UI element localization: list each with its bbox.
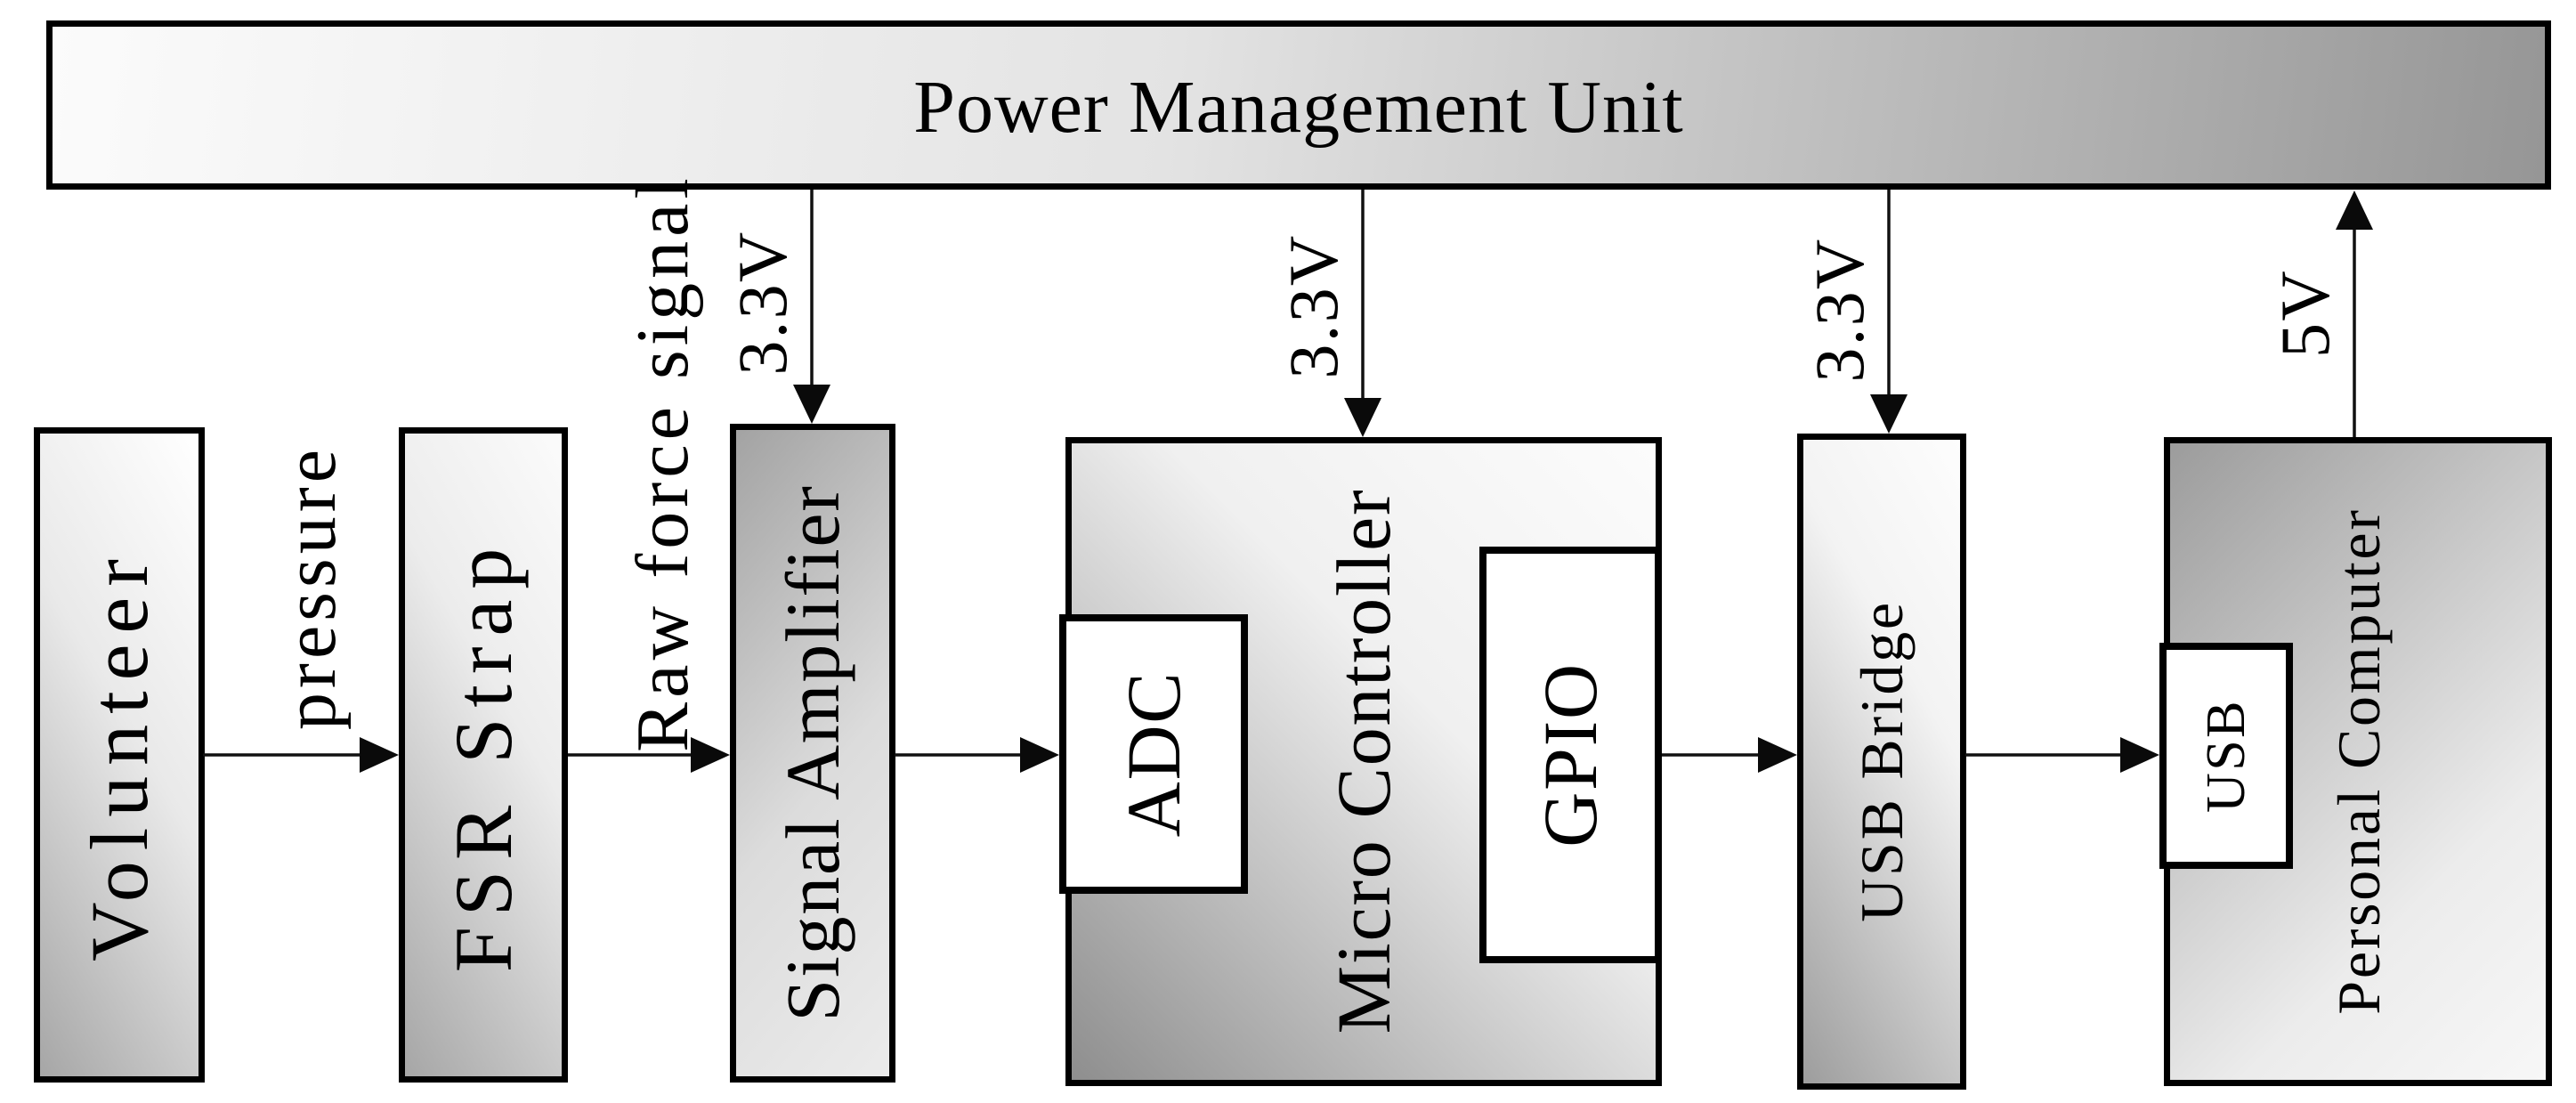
gpio-label: GPIO (1527, 662, 1613, 848)
arrow-signal-amplifier-to-adc (895, 737, 1059, 773)
usb-bridge-supply-label: 3.3V (1801, 237, 1878, 383)
arrow-usb-bridge-to-usb-port (1965, 737, 2159, 773)
raw-force-signal-label: Raw force signal (621, 174, 704, 752)
block-fsr-strap (399, 427, 568, 1083)
adc-label: ADC (1111, 670, 1196, 838)
pc-to-pmu-supply-label: 5V (2266, 268, 2344, 359)
block-signal-amplifier (730, 424, 895, 1083)
personal-computer-label: Personal Computer (2325, 507, 2393, 1015)
block-personal-computer (2164, 437, 2552, 1086)
arrow-volunteer-to-fsr-strap (203, 737, 399, 773)
micro-controller-supply-label: 3.3V (1275, 233, 1352, 379)
arrow-gpio-to-usb-bridge (1662, 737, 1797, 773)
block-power-management-unit: Power Management Unit (46, 20, 2551, 190)
signal-amplifier-supply-label: 3.3V (724, 230, 801, 376)
block-adc (1059, 614, 1248, 894)
pressure-signal-label: pressure (269, 444, 352, 731)
signal-amplifier-label: Signal Amplifier (770, 484, 855, 1022)
block-gpio (1479, 547, 1662, 963)
micro-controller-label: Micro Controller (1321, 488, 1406, 1034)
usb-port-label: USB (2196, 698, 2256, 814)
block-volunteer (34, 427, 205, 1083)
fsr-strap-label: FSR Strap (438, 537, 529, 973)
volunteer-label: Volunteer (74, 548, 165, 961)
power-management-unit-label: Power Management Unit (913, 65, 1684, 149)
block-usb-port (2159, 643, 2293, 869)
block-usb-bridge (1797, 434, 1966, 1090)
usb-bridge-label: USB Bridge (1848, 600, 1916, 922)
